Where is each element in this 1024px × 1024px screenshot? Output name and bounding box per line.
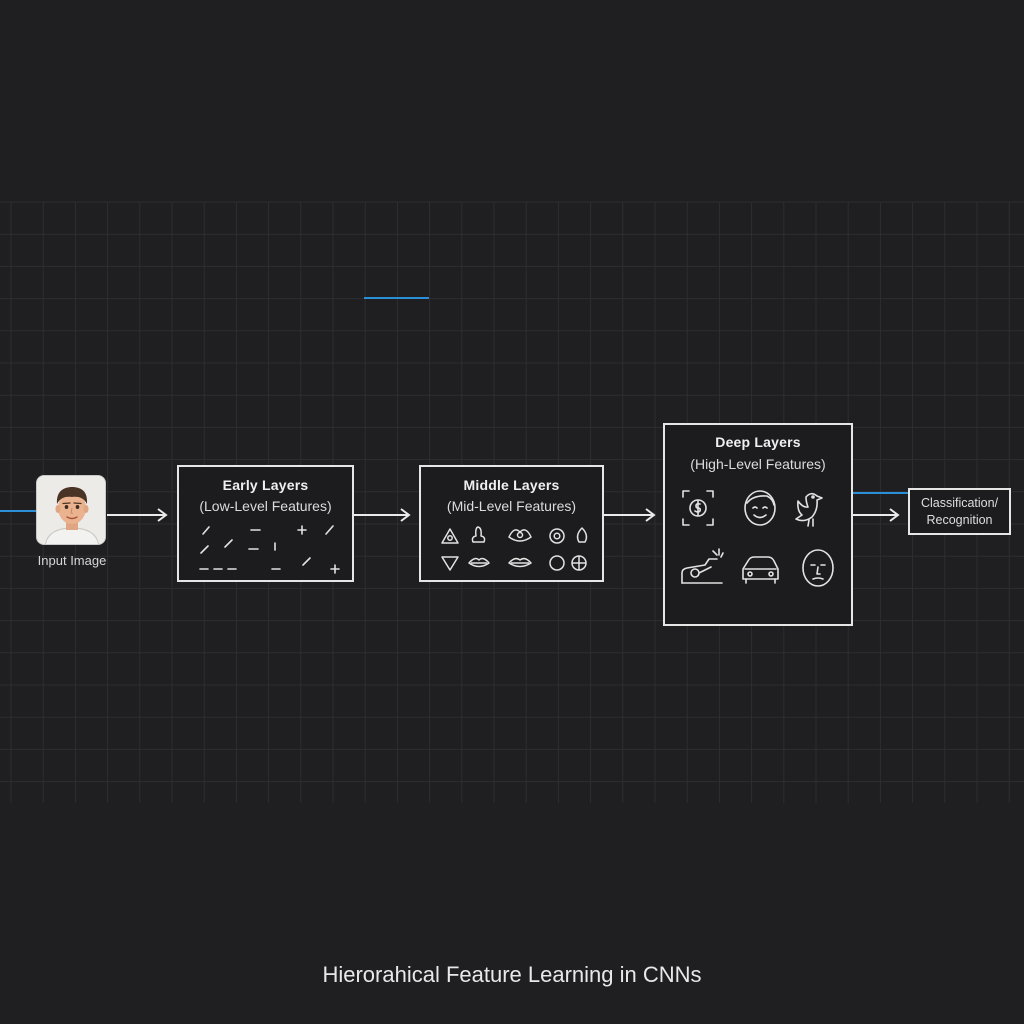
eye-shape-icon [508,529,532,542]
deep-layers-subtitle: (High-Level Features) [690,456,826,472]
lips-icon [468,557,490,568]
arrow-early-to-middle [354,508,411,522]
deep-layers-box: Deep Layers (High-Level Features) [663,423,853,626]
arrow-middle-to-deep [604,508,656,522]
early-layers-subtitle: (Low-Level Features) [199,498,332,514]
mid-features-group [441,526,588,571]
input-image [36,475,106,545]
bird-icon [795,492,823,527]
middle-layers-title: Middle Layers [463,477,560,493]
arrow-deep-to-output [853,508,900,522]
arrow-input-to-early [107,508,168,522]
input-image-label: Input Image [37,553,107,568]
triangle-eye-icon [441,528,459,544]
classification-line2: Recognition [926,513,993,527]
middle-layers-box: Middle Layers (Mid-Level Features) [419,465,604,582]
person-avatar-icon [37,476,105,544]
nose-icon [471,526,486,543]
diagram-caption: Hierorahical Feature Learning in CNNs [322,962,702,987]
smiling-face-icon [744,490,776,526]
high-features-group [681,490,834,587]
classification-box: Classification/ Recognition [908,488,1011,535]
edge-features-icon [199,525,340,574]
face-icon [802,549,834,587]
drop-shape-icon [576,527,588,543]
middle-layers-subtitle: (Mid-Level Features) [446,498,577,514]
background-grid [0,201,1024,803]
deep-layers-title: Deep Layers [715,434,801,450]
circle-ring-icon [549,528,565,544]
down-triangle-icon [441,556,459,571]
classification-line1: Classification/ [920,496,999,510]
money-scan-icon [682,490,714,526]
circles-pair-icon [549,555,587,571]
lips-outline-icon [508,557,532,568]
vehicle-part-icon [681,548,724,584]
car-icon [742,556,779,584]
early-layers-title: Early Layers [222,477,309,493]
early-layers-box: Early Layers (Low-Level Features) [177,465,354,582]
